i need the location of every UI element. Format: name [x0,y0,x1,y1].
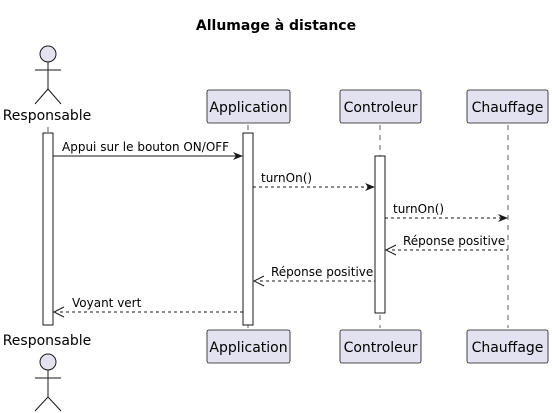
message-voyant-vert: Voyant vert [52,296,243,318]
participant-chauffage-top: Chauffage [466,89,549,124]
activation-responsable [42,132,54,326]
message-label: turnOn() [393,202,444,216]
message-turnon-chauffage: turnOn() [385,202,508,222]
participant-application-top: Application [206,89,291,124]
arrowhead-icon [384,244,397,256]
message-reponse-chauffage: Réponse positive [384,234,508,256]
diagram-title: Allumage à distance [196,18,356,34]
arrowhead-icon [52,306,65,318]
activations [42,132,386,326]
arrowhead-icon [233,152,243,160]
participant-label: Controleur [344,340,418,356]
participant-controleur-bottom: Controleur [339,329,422,364]
activation-application [242,132,254,326]
actor-responsable-bottom [34,353,62,412]
arrowhead-icon [252,275,265,287]
participant-application-bottom: Application [206,329,291,364]
message-reponse-controleur: Réponse positive [252,265,375,287]
activation-controleur [374,155,386,314]
participant-label: Controleur [344,100,418,116]
message-label: Réponse positive [271,265,373,279]
message-label: Réponse positive [403,234,505,248]
message-label: turnOn() [261,171,312,185]
participant-label: Application [209,100,287,116]
message-label: Voyant vert [72,296,142,310]
arrowhead-icon [365,183,375,191]
participant-chauffage-bottom: Chauffage [466,329,549,364]
actor-label-top: Responsable [3,108,92,124]
actor-label-bottom: Responsable [3,333,92,349]
arrowhead-icon [498,214,508,222]
actor-head-icon [39,45,57,63]
message-label: Appui sur le bouton ON/OFF [62,140,229,154]
participant-label: Application [209,340,287,356]
message-appui-bouton: Appui sur le bouton ON/OFF [53,140,243,160]
actor-head-icon [39,353,57,371]
participant-controleur-top: Controleur [339,89,422,124]
participant-label: Chauffage [472,340,544,356]
actor-responsable-top [34,45,62,105]
participant-label: Chauffage [472,100,544,116]
message-turnon-controleur: turnOn() [253,171,375,191]
